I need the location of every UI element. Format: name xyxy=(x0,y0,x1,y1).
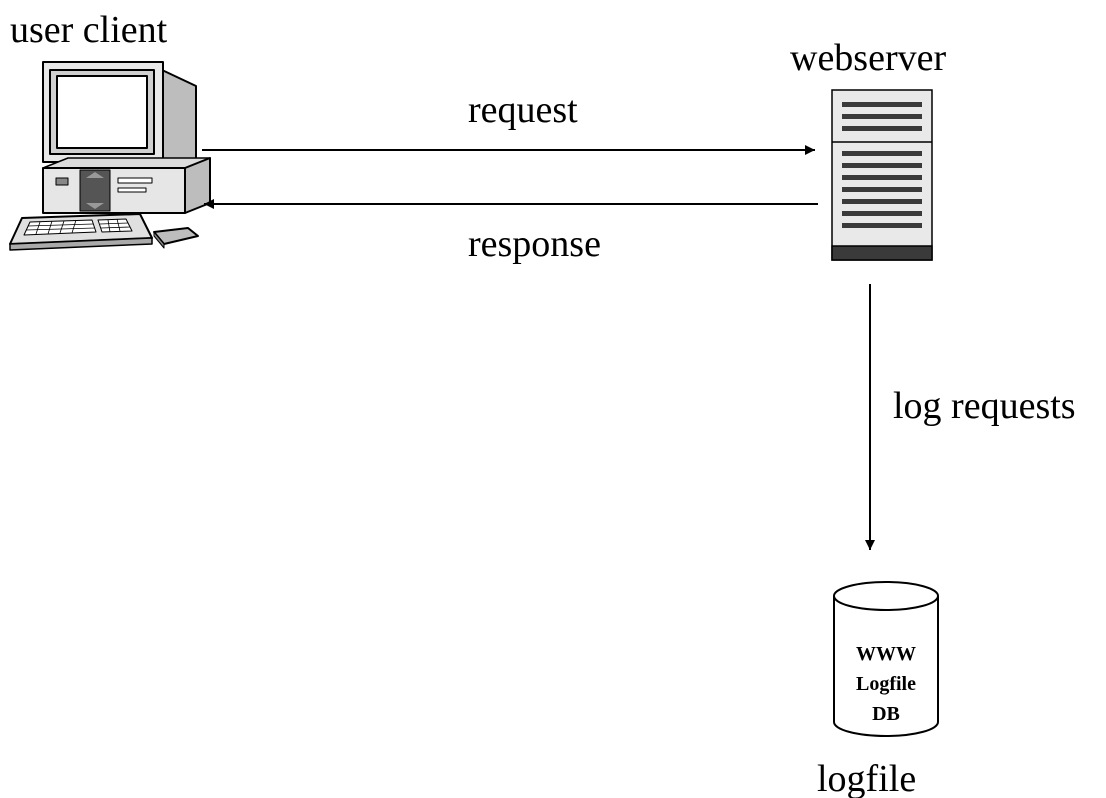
database-icon xyxy=(833,581,939,737)
log-requests-label: log requests xyxy=(893,385,1076,427)
db-line-www: WWW xyxy=(856,643,916,665)
computer-icon xyxy=(9,61,211,251)
logfile-label: logfile xyxy=(817,758,916,798)
db-line-logfile: Logfile xyxy=(856,673,916,695)
response-label: response xyxy=(468,223,601,265)
server-vent-stripes xyxy=(842,102,922,228)
db-line-db: DB xyxy=(872,703,900,725)
request-label: request xyxy=(468,89,578,131)
user-client-label: user client xyxy=(10,9,168,51)
webserver-label: webserver xyxy=(790,37,946,79)
